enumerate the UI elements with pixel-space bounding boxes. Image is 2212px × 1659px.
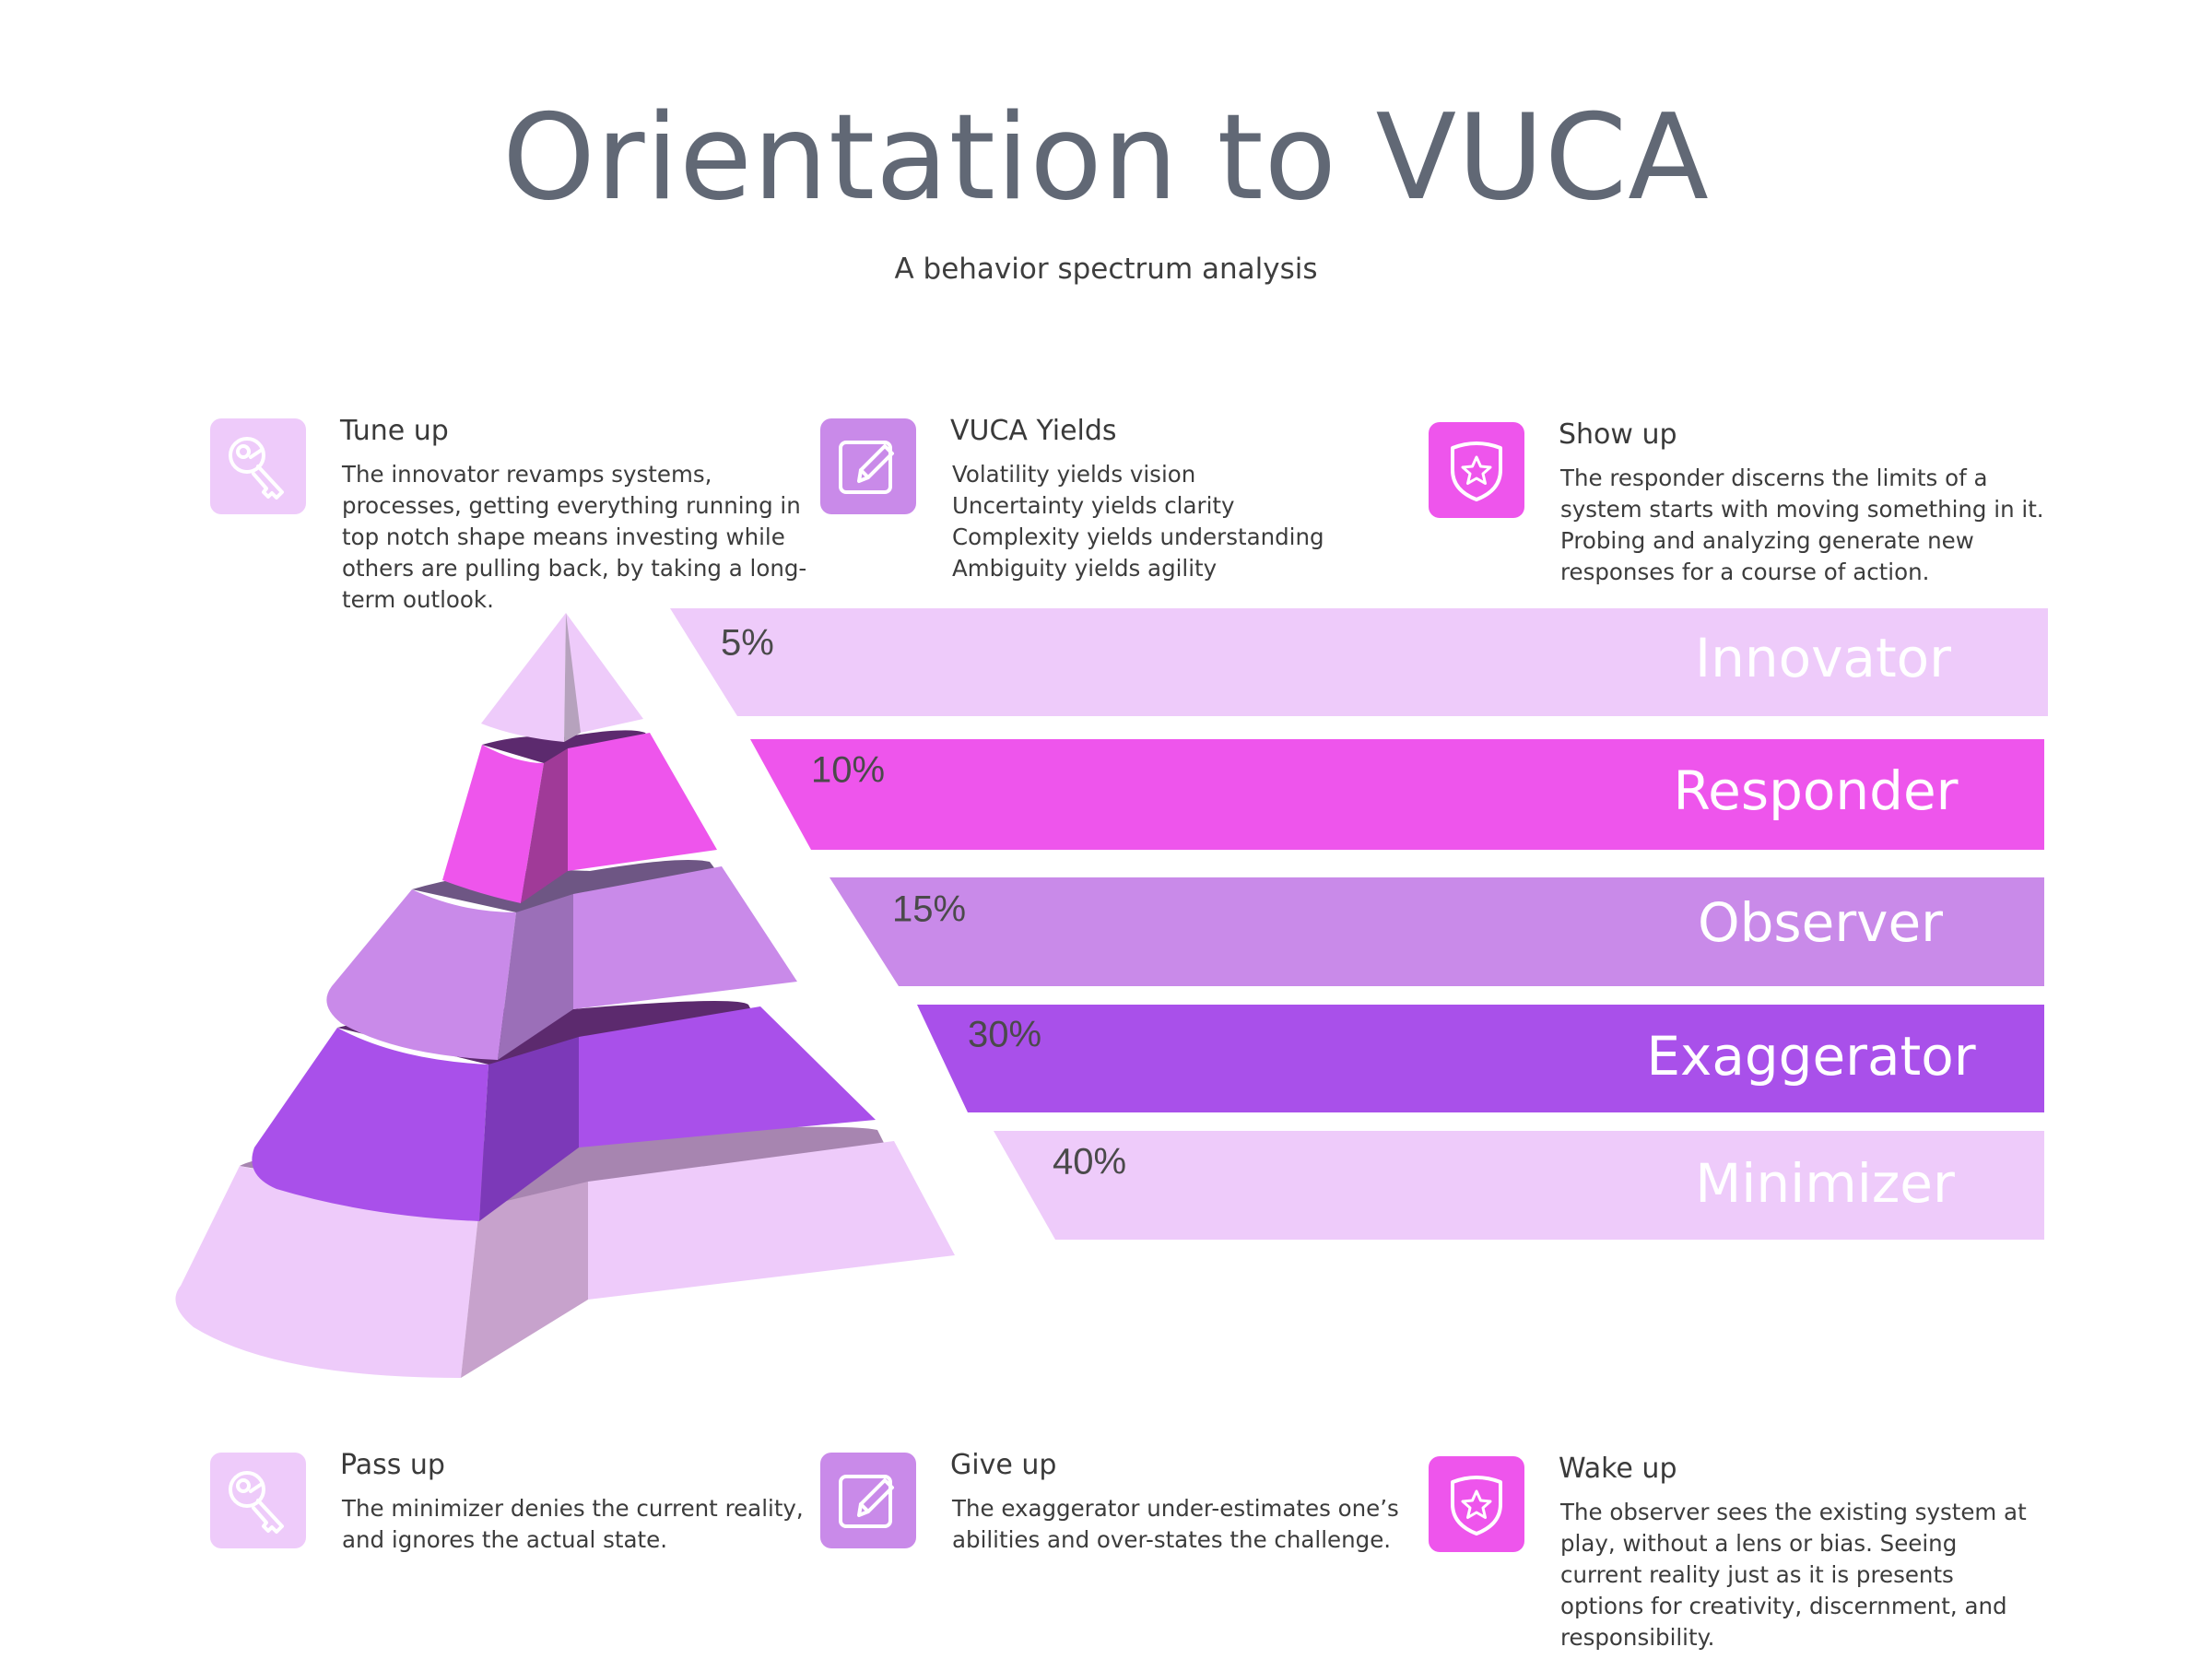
tier-shadow [482,730,656,763]
tier-front [481,613,566,742]
card-heading: Wake up [1559,1453,1677,1485]
card-icon-tile [1429,1456,1524,1552]
card-text-line: options for creativity, discernment, and [1560,1593,2007,1619]
level-band-minimizer [994,1131,2044,1240]
card-text: The observer sees the existing system at… [1560,1497,2027,1653]
card-heading: Tune up [340,415,449,447]
level-percent-observer: 15% [892,889,966,930]
level-label-minimizer: Minimizer [1695,1152,1955,1215]
level-band-exaggerator [917,1005,2044,1112]
tier-side-shade [564,613,581,742]
pencil-icon [839,1475,894,1528]
tier-front [326,889,516,1060]
card-text-line: Volatility yields vision [952,461,1196,488]
card-icon-tile [1429,422,1524,518]
card-text-line: and ignores the actual state. [342,1526,667,1553]
tier-shadow [412,859,724,912]
pyramid-tier-responder [442,730,717,903]
card-icon-tile [820,418,916,514]
card-text-line: top notch shape means investing while [342,524,785,550]
card-text: The exaggerator under-estimates one’s ab… [952,1493,1404,1556]
tier-front [175,1166,479,1378]
level-band-innovator [670,608,2048,716]
card-text-line: responsibility. [1560,1624,1715,1651]
card-icon-tile [820,1453,916,1548]
card-text-line: current reality just as it is presents [1560,1561,1954,1588]
card-text-line: system starts with moving something in i… [1560,496,2044,523]
level-bands: 5% Innovator 10% Responder 15% Observer 30% Exa… [670,608,2048,1240]
card-text-line: The exaggerator under-estimates one’s [952,1495,1399,1522]
card-text-line: The observer sees the existing system at [1560,1499,2027,1525]
card-heading: Pass up [340,1449,445,1481]
tier-side-shade [479,1037,579,1221]
card-text-line: Probing and analyzing generate new [1560,527,1974,554]
card-text: The responder discerns the limits of a s… [1560,463,2044,588]
shield-star-icon [1451,1476,1502,1535]
card-text-line: others are pulling back, by taking a lon… [342,555,807,582]
page-title: Orientation to VUCA [502,89,1710,227]
page-subtitle: A behavior spectrum analysis [894,253,1318,286]
tier-right [566,613,643,733]
tier-side-shade [461,1182,588,1378]
level-band-observer [830,877,2044,986]
level-percent-minimizer: 40% [1053,1142,1126,1182]
card-text-line: processes, getting everything running in [342,492,801,519]
level-percent-exaggerator: 30% [968,1015,1041,1055]
tier-right [573,866,797,1009]
level-percent-innovator: 5% [721,623,774,664]
key-icon [229,437,284,500]
level-label-innovator: Innovator [1695,627,1951,689]
shield-star-icon [1451,441,1502,501]
card-heading: Show up [1559,418,1677,451]
level-band-responder [750,739,2044,850]
key-icon [229,1471,284,1534]
pencil-icon [839,441,894,494]
card-text-line: The innovator revamps systems, [342,461,712,488]
card-text-line: abilities and over-states the challenge. [952,1526,1392,1553]
level-percent-responder: 10% [811,750,885,791]
card-text: The minimizer denies the current reality… [342,1493,804,1556]
card-text-line: responses for a course of action. [1560,559,1930,585]
tier-side-shade [521,748,568,903]
pyramid-tier-innovator [481,613,643,742]
level-label-responder: Responder [1673,759,1958,822]
level-label-exaggerator: Exaggerator [1646,1025,1975,1088]
card-text: The innovator revamps systems, processes… [342,459,807,616]
card-text-line: term outlook. [342,586,494,613]
card-icon-tile [210,418,306,514]
card-text-line: play, without a lens or bias. Seeing [1560,1530,1958,1557]
card-text-line: The responder discerns the limits of a [1560,465,1988,491]
card-text-line: The minimizer denies the current reality… [342,1495,804,1522]
card-text-line: Uncertainty yields clarity [952,492,1235,519]
card-heading: Give up [950,1449,1057,1481]
card-text-line: Ambiguity yields agility [952,555,1218,582]
card-text: Volatility yields vision Uncertainty yie… [952,459,1404,584]
tier-front [252,1028,488,1221]
card-text-line: Complexity yields understanding [952,524,1324,550]
pyramid-tier-observer [326,859,797,1060]
tier-right [588,1141,955,1300]
card-heading: VUCA Yields [950,415,1117,447]
level-label-observer: Observer [1698,891,1943,954]
tier-right [579,1006,876,1147]
tier-right [568,733,717,871]
tier-front [442,745,544,903]
card-icon-tile [210,1453,306,1548]
tier-side-shade [498,894,573,1060]
